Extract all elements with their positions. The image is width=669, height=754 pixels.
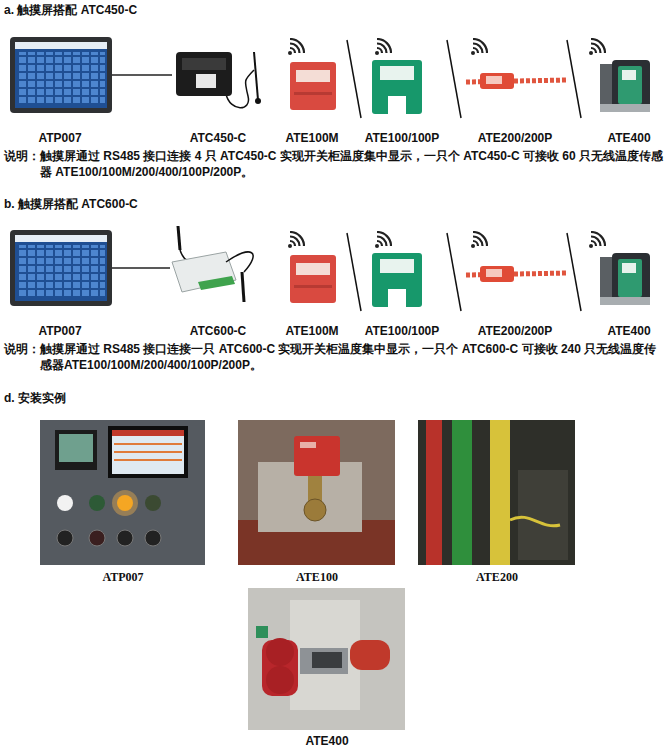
sensor-device: ATE400 xyxy=(595,233,663,338)
section-heading: b. 触摸屏搭配 ATC600-C xyxy=(4,196,404,212)
install-photo: ATP007 xyxy=(38,418,208,584)
device-label: ATE200/200P xyxy=(478,131,553,145)
device-label: ATE400 xyxy=(607,324,650,338)
note-text: 说明：触摸屏通过 RS485 接口连接一只 ATC600-C 实现开关柜温度集中… xyxy=(4,341,666,373)
device-label: ATE400 xyxy=(305,734,348,748)
install-photo: ATE200 xyxy=(416,418,578,584)
rs485-wire xyxy=(112,74,172,76)
sensor-device: ATE200/200P xyxy=(455,233,575,338)
sensor-device: ATE200/200P xyxy=(455,40,575,145)
sensor-device: ATE100M xyxy=(280,40,344,145)
device-label: ATE100/100P xyxy=(365,131,440,145)
section-heading: a. 触摸屏搭配 ATC450-C xyxy=(4,2,404,18)
sensor-device: ATE100/100P xyxy=(362,233,443,338)
device-label: ATE100 xyxy=(296,570,338,584)
device-label: ATC450-C xyxy=(190,131,246,145)
device-label: ATE100M xyxy=(285,131,338,145)
device-label: ATP007 xyxy=(38,131,81,145)
note-text: 说明：触摸屏通过 RS485 接口连接 4 只 ATC450-C 实现开关柜温度… xyxy=(4,148,666,180)
touch-screen: ATP007 xyxy=(8,226,112,338)
sensor-device: ATE400 xyxy=(595,40,663,145)
section-heading: d. 安装实例 xyxy=(4,390,404,406)
install-photo: ATE100 xyxy=(236,418,398,584)
rs485-wire xyxy=(112,267,170,269)
sensor-device: ATE100M xyxy=(280,233,344,338)
device-label: ATE400 xyxy=(607,131,650,145)
receiver-device: ATC600-C xyxy=(170,222,266,338)
device-label: ATE100/100P xyxy=(365,324,440,338)
device-label: ATC600-C xyxy=(190,324,246,338)
device-label: ATP007 xyxy=(102,570,143,584)
device-label: ATE200/200P xyxy=(478,324,553,338)
receiver-device: ATC450-C xyxy=(172,40,264,145)
install-photo: ATE400 xyxy=(246,586,408,748)
device-label: ATE200 xyxy=(476,570,518,584)
sensor-device: ATE100/100P xyxy=(362,40,443,145)
device-label: ATE100M xyxy=(285,324,338,338)
touch-screen: ATP007 xyxy=(8,33,112,145)
device-label: ATP007 xyxy=(38,324,81,338)
